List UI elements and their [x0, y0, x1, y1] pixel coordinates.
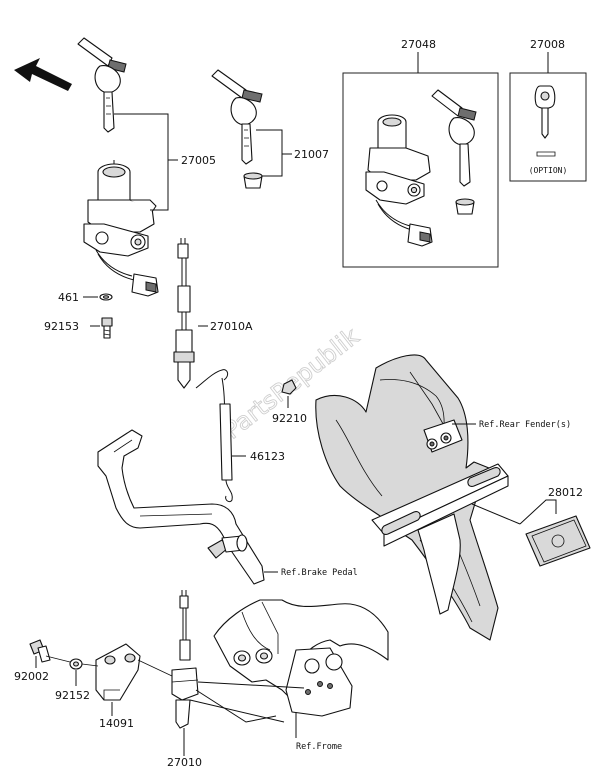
- part-number-92152: 92152: [55, 689, 90, 702]
- part-number-21007: 21007: [294, 148, 329, 161]
- part-number-461: 461: [58, 291, 79, 304]
- rear-fender: [315, 354, 509, 641]
- brake-light-switch-27010A: [173, 238, 195, 389]
- frame: [213, 599, 389, 717]
- option-label: (OPTION): [529, 166, 568, 175]
- switch-set-box: [342, 72, 499, 268]
- ignition-key-upper: [77, 37, 127, 133]
- part-number-27010: 27010: [167, 756, 202, 769]
- switch-set-body: [365, 114, 433, 247]
- part-number-27010A: 27010A: [210, 320, 253, 333]
- switch-set-key: [431, 89, 477, 187]
- bolt-92153: [101, 317, 113, 339]
- front-direction-arrow-icon: [14, 58, 72, 91]
- ref-brake-pedal: Ref.Brake Pedal: [281, 568, 358, 578]
- ignition-switch-body: [83, 160, 159, 297]
- part-number-92153: 92153: [44, 320, 79, 333]
- part-number-27008: 27008: [530, 38, 565, 51]
- ref-frame: Ref.Frome: [296, 742, 342, 752]
- washer-461: [99, 293, 113, 301]
- bolt-92002: [29, 639, 51, 663]
- brake-pedal: [97, 429, 265, 585]
- part-number-27048: 27048: [401, 38, 436, 51]
- option-key-tag: [536, 151, 556, 157]
- reflector-28012: [525, 515, 591, 567]
- washer-92152: [69, 658, 83, 670]
- switch-set-cap: [455, 198, 475, 215]
- part-number-46123: 46123: [250, 450, 285, 463]
- part-number-92002: 92002: [14, 670, 49, 683]
- part-number-92210: 92210: [272, 412, 307, 425]
- nut-92210: [281, 379, 297, 395]
- bracket-14091: [95, 643, 141, 701]
- part-number-27005: 27005: [181, 154, 216, 167]
- part-number-28012: 28012: [548, 486, 583, 499]
- option-key: [534, 85, 556, 139]
- return-spring-46123: [195, 369, 233, 503]
- part-number-14091: 14091: [99, 717, 134, 730]
- blank-key-21007: [211, 69, 263, 165]
- brake-light-switch-27010: [171, 590, 199, 729]
- key-cap-21007: [243, 172, 263, 189]
- ref-rear-fender: Ref.Rear Fender(s): [479, 420, 571, 430]
